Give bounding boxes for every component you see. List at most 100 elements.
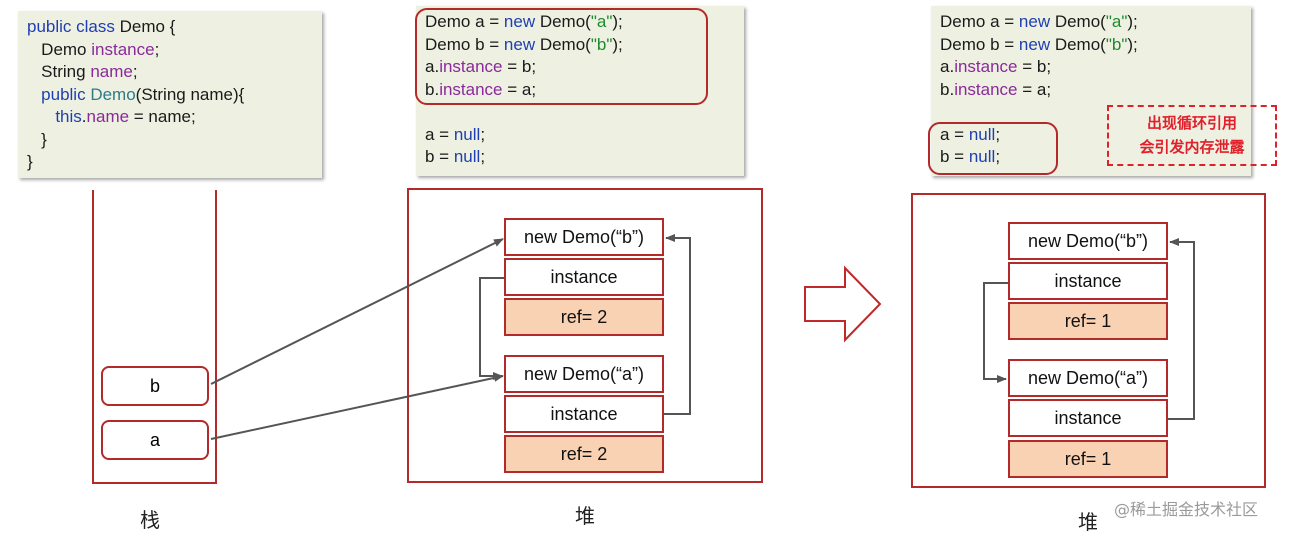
code-line: Demo a = new Demo("a"); <box>425 11 623 33</box>
code-line: String name; <box>27 61 138 83</box>
code-token: "a" <box>1105 12 1128 31</box>
arrow-a-instance-to-b <box>664 234 691 415</box>
code-token: "a" <box>590 12 613 31</box>
code-token: Demo { <box>119 17 176 36</box>
code-token: b = <box>940 147 969 166</box>
code-token: Demo( <box>1054 12 1106 31</box>
code-token: instance <box>954 79 1018 99</box>
heap-after-object-a-ref: ref= 1 <box>1008 440 1168 478</box>
code-line: this.name = name; <box>27 106 195 128</box>
code-token: Demo a = <box>425 12 504 31</box>
class-code-panel: public class Demo { Demo instance; Strin… <box>18 11 322 178</box>
code-line: public class Demo { <box>27 16 175 38</box>
heap-after-object-b-ref: ref= 1 <box>1008 302 1168 340</box>
code-line: a = null; <box>940 124 1000 146</box>
arrow-a-instance-to-b-after <box>1168 238 1195 420</box>
code-line: b.instance = a; <box>425 79 536 101</box>
heap-object-b-title: new Demo(“b”) <box>504 218 664 256</box>
assignment-highlight <box>415 8 708 105</box>
code-token: Demo <box>27 39 92 59</box>
heap-frame-after <box>911 193 1266 488</box>
code-token: this <box>27 107 82 126</box>
code-panel-after: Demo a = new Demo("a");Demo b = new Demo… <box>931 6 1251 176</box>
warning-line-2: 会引发内存泄露 <box>1139 138 1245 156</box>
code-token: ; <box>995 124 1001 144</box>
code-token: = a; <box>502 79 537 99</box>
arrow-b-instance-to-a <box>479 277 504 380</box>
stack-label: 栈 <box>140 508 160 532</box>
code-token: Demo b = <box>940 34 1019 54</box>
code-token: . <box>81 107 87 126</box>
code-token: a = <box>425 124 454 144</box>
null-assignment-highlight <box>928 122 1058 175</box>
code-line: } <box>27 129 47 151</box>
code-token: } <box>27 152 33 171</box>
code-token: a. <box>940 57 955 76</box>
code-token: a = <box>940 124 969 144</box>
code-token: Demo a = <box>940 12 1019 31</box>
arrow-b-to-object-b <box>210 238 504 385</box>
code-token: null <box>968 124 996 144</box>
code-token: name <box>86 107 130 126</box>
code-token: null <box>968 147 996 166</box>
code-token: b. <box>940 79 955 99</box>
code-token: b = <box>425 147 454 166</box>
code-token: Demo b = <box>425 34 504 54</box>
code-token: Demo( <box>539 12 591 31</box>
memory-leak-warning: 出现循环引用 会引发内存泄露 <box>1107 105 1277 166</box>
heap-label-before: 堆 <box>575 504 595 528</box>
code-token: Demo( <box>1054 34 1106 54</box>
code-token: ); <box>612 12 623 31</box>
heap-object-b-field: instance <box>504 258 664 296</box>
code-token: null <box>453 147 481 166</box>
heap-after-object-a-title: new Demo(“a”) <box>1008 359 1168 397</box>
code-token: ; <box>480 124 486 144</box>
code-token: new <box>503 34 540 54</box>
arrow-a-to-object-a <box>210 373 504 440</box>
code-token: "b" <box>590 34 613 54</box>
code-token: instance <box>439 79 503 99</box>
code-token: ); <box>612 34 623 54</box>
code-token: public class <box>27 17 120 36</box>
code-token: ); <box>1127 34 1138 54</box>
heap-after-object-a-field: instance <box>1008 399 1168 437</box>
code-token: name <box>90 62 133 81</box>
code-token: } <box>27 129 47 149</box>
code-line: b = null; <box>425 146 485 168</box>
warning-line-1: 出现循环引用 <box>1146 114 1237 132</box>
code-token: (String name){ <box>135 84 245 104</box>
heap-after-object-b-title: new Demo(“b”) <box>1008 222 1168 260</box>
code-token: Demo <box>90 84 136 104</box>
stack-frame <box>92 190 217 484</box>
heap-object-a-title: new Demo(“a”) <box>504 355 664 393</box>
code-token: instance <box>954 57 1018 76</box>
code-token: ; <box>154 39 160 59</box>
code-token: null <box>453 124 481 144</box>
code-line: Demo a = new Demo("a"); <box>940 11 1138 33</box>
heap-object-b-ref: ref= 2 <box>504 298 664 336</box>
code-token: "b" <box>1105 34 1128 54</box>
code-line: a.instance = b; <box>425 56 536 78</box>
heap-label-after: 堆 <box>1078 510 1098 534</box>
code-line: } <box>27 151 33 173</box>
code-token: new <box>1018 12 1055 31</box>
code-token: ; <box>480 147 486 166</box>
code-token: ; <box>995 147 1001 166</box>
heap-frame-before <box>407 188 763 483</box>
code-token: a. <box>425 57 440 76</box>
heap-after-object-b-field: instance <box>1008 262 1168 300</box>
code-token: String <box>27 62 91 81</box>
code-token: new <box>503 12 540 31</box>
code-token: ; <box>132 62 138 81</box>
code-line: Demo instance; <box>27 39 159 61</box>
transition-arrow <box>804 265 882 343</box>
code-token: Demo( <box>539 34 591 54</box>
code-line: Demo b = new Demo("b"); <box>940 34 1138 56</box>
code-line: public Demo(String name){ <box>27 84 244 106</box>
heap-object-a-field: instance <box>504 395 664 433</box>
watermark: @稀土掘金技术社区 <box>1114 500 1259 519</box>
code-line: b = null; <box>940 146 1000 168</box>
code-line: b.instance = a; <box>940 79 1051 101</box>
code-panel-before: Demo a = new Demo("a");Demo b = new Demo… <box>416 6 744 176</box>
